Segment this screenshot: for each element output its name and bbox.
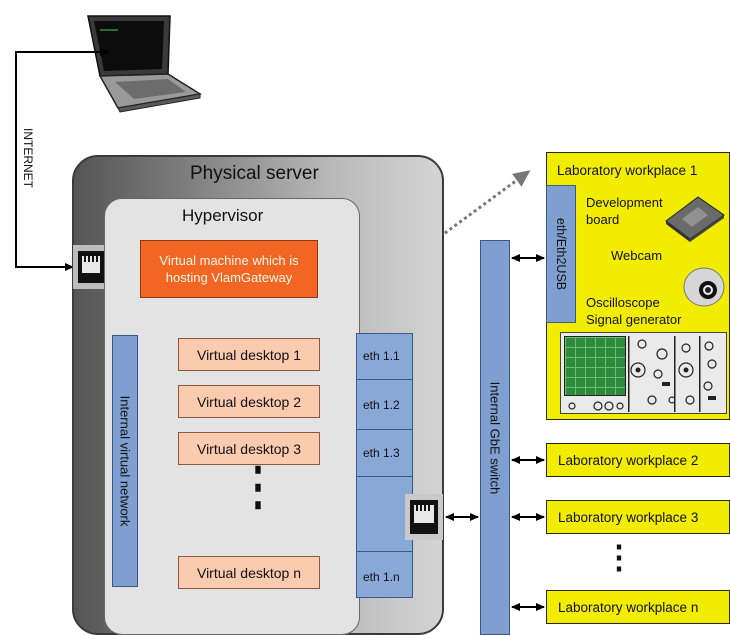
internet-label: INTERNET bbox=[21, 128, 35, 188]
laboratory-workplace-n: Laboratory workplace n bbox=[546, 590, 730, 624]
lab-workplace-label: Laboratory workplace n bbox=[558, 600, 699, 615]
internal-gbe-switch: Internal GbE switch bbox=[480, 240, 510, 635]
webcam-label: Webcam bbox=[611, 248, 663, 263]
eth-port-label: eth 1.3 bbox=[363, 446, 400, 460]
laboratory-workplace-3: Laboratory workplace 3 bbox=[546, 500, 730, 534]
ethernet-port-icon bbox=[405, 494, 443, 540]
oscilloscope-label: Oscilloscope bbox=[586, 295, 660, 310]
eth-interfaces bbox=[356, 333, 413, 598]
lab-workplace-label: Laboratory workplace 2 bbox=[558, 453, 699, 468]
eth-port-label: eth 1.2 bbox=[363, 398, 400, 412]
virtual-desktop-label: Virtual desktop 1 bbox=[196, 346, 302, 363]
virtual-desktop-label: Virtual desktop n bbox=[196, 564, 302, 581]
webcam-icon bbox=[683, 267, 725, 307]
oscilloscope-screen bbox=[564, 336, 626, 396]
lab-ellipsis: ⋮ bbox=[603, 539, 635, 575]
internal-virtual-network: Internal virtual network bbox=[112, 335, 138, 587]
virtual-desktop-1: Virtual desktop 1 bbox=[178, 338, 320, 371]
desktop-ellipsis: ⋮ bbox=[238, 458, 278, 516]
vlam-gateway-vm: Virtual machine which is hosting VlamGat… bbox=[140, 240, 318, 298]
eth2usb-label: eth/Eth2USB bbox=[554, 217, 568, 291]
dev-board-label: Development board bbox=[586, 195, 663, 227]
virtual-desktop-2: Virtual desktop 2 bbox=[178, 385, 320, 418]
vm-label: Virtual machine which is hosting VlamGat… bbox=[159, 253, 299, 285]
internet-line bbox=[15, 48, 109, 271]
laboratory-workplace-2: Laboratory workplace 2 bbox=[546, 443, 730, 477]
physical-server-title: Physical server bbox=[190, 163, 319, 184]
virtual-desktop-3: Virtual desktop 3 bbox=[178, 432, 320, 465]
virtual-desktop-n: Virtual desktop n bbox=[178, 556, 320, 589]
lab1-title: Laboratory workplace 1 bbox=[557, 163, 698, 178]
ethernet-port-icon bbox=[73, 245, 109, 289]
eth2usb-adapter: eth/Eth2USB bbox=[546, 185, 576, 323]
virtual-desktop-label: Virtual desktop 3 bbox=[196, 440, 302, 457]
hypervisor-title: Hypervisor bbox=[182, 206, 264, 225]
eth-port-label: eth 1.1 bbox=[363, 349, 400, 363]
virtual-desktop-label: Virtual desktop 2 bbox=[196, 393, 302, 410]
internal-gbe-switch-label: Internal GbE switch bbox=[487, 381, 503, 494]
instrument-controls bbox=[568, 336, 717, 412]
chip-icon bbox=[665, 196, 725, 242]
eth-port-label: eth 1.n bbox=[363, 570, 400, 584]
internal-virtual-network-label: Internal virtual network bbox=[117, 395, 133, 527]
lab-workplace-label: Laboratory workplace 3 bbox=[558, 510, 699, 525]
signal-generator-label: Signal generator bbox=[586, 312, 682, 327]
